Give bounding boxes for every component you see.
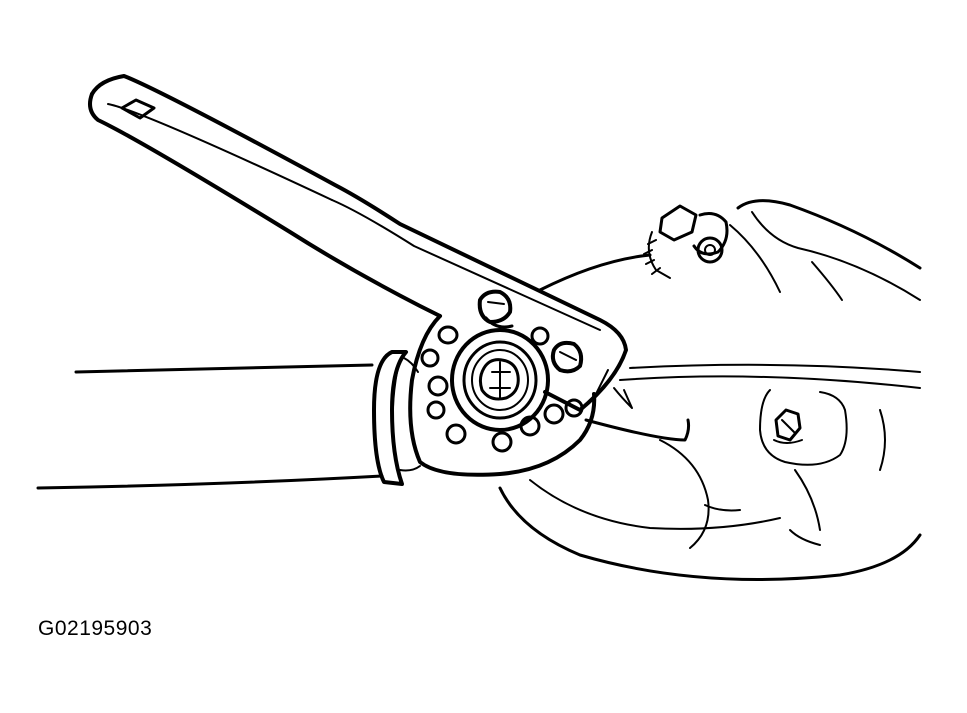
- figure-id-label: G02195903: [38, 617, 153, 640]
- tool-bolt-top: [477, 289, 514, 329]
- pinion-hub: [450, 328, 550, 432]
- drive-shaft-tube: [36, 363, 384, 490]
- holding-tool-bar: [88, 74, 628, 412]
- fill-plug: [773, 408, 803, 444]
- shaft-collar: [372, 350, 421, 486]
- differential-housing: [498, 199, 922, 581]
- tool-bolt-right: [550, 340, 584, 374]
- breather-fitting: [643, 204, 729, 279]
- tool-flange-plate: [408, 314, 609, 477]
